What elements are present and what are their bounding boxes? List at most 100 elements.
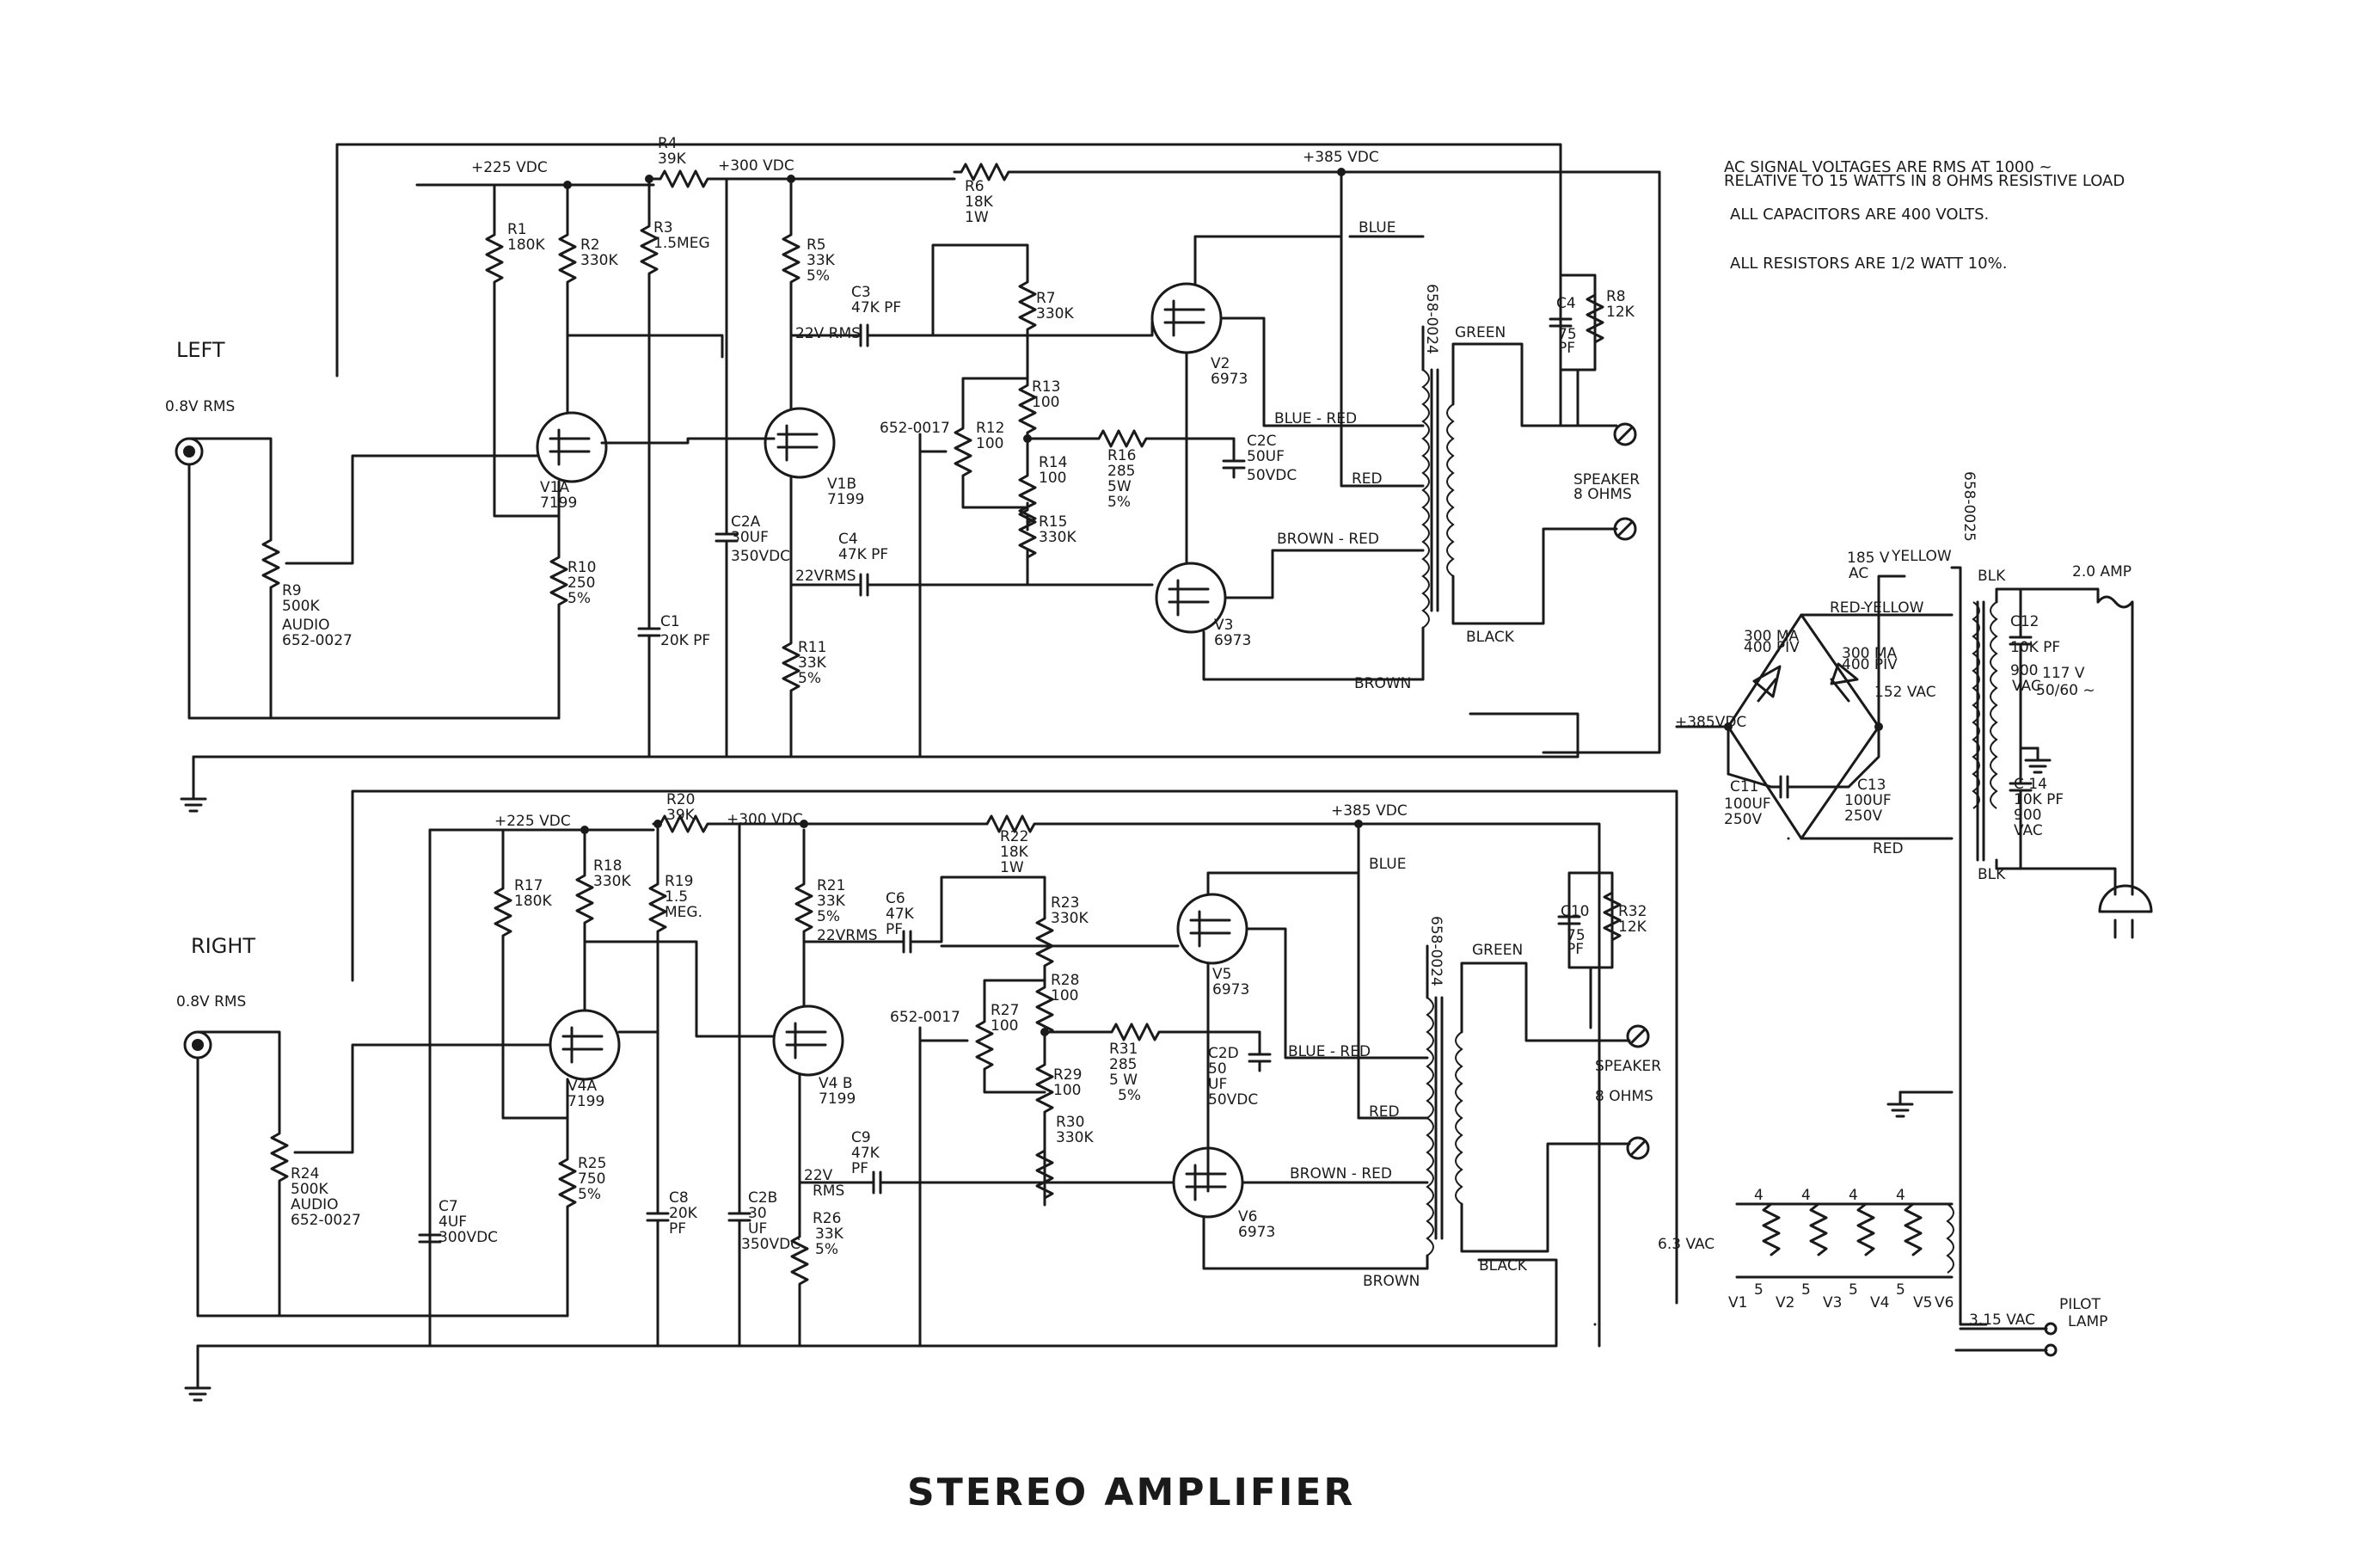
- r17-ref: R17: [514, 877, 543, 894]
- heater-pin5-v4: 5: [1896, 1281, 1905, 1299]
- mains-frequency: 50/60 ~: [2036, 682, 2095, 699]
- c7-ref: C7: [439, 1198, 458, 1215]
- lead-red: RED: [1873, 840, 1904, 857]
- channel-label-right: RIGHT: [191, 934, 255, 958]
- note-capacitors: ALL CAPACITORS ARE 400 VOLTS.: [1730, 206, 1989, 224]
- c7-value: 4UF: [439, 1213, 467, 1231]
- r27-part: 652-0017: [890, 1009, 960, 1026]
- schematic-notes: AC SIGNAL VOLTAGES ARE RMS AT 1000 ~ REL…: [1724, 158, 2125, 273]
- heater-pin5-v2: 5: [1801, 1281, 1811, 1299]
- tube-label-v2: V2: [1776, 1294, 1794, 1312]
- v6-ref: V6: [1238, 1208, 1257, 1226]
- r4-ref: R4: [658, 135, 678, 152]
- r23-value: 330K: [1051, 910, 1089, 927]
- r26-value: 33K: [815, 1226, 844, 1243]
- r8-ref: R8: [1606, 288, 1626, 305]
- r22-ref: R22: [1000, 828, 1028, 845]
- right-input-level: 0.8V RMS: [176, 993, 246, 1010]
- r29-ref: R29: [1053, 1066, 1082, 1084]
- r8-value: 12K: [1606, 304, 1635, 321]
- v4a-ref: V4A: [567, 1078, 597, 1095]
- c2a-value: 30UF: [731, 529, 769, 546]
- r4-value: 39K: [658, 150, 687, 168]
- c6-ref: C6: [886, 890, 905, 907]
- r7-value: 330K: [1036, 305, 1074, 322]
- right-lead-red: RED: [1369, 1103, 1400, 1121]
- left-lead-red: RED: [1352, 470, 1383, 488]
- c4-cap-ref: C4: [1556, 295, 1576, 312]
- diode1-current: 300 MA: [1744, 628, 1800, 645]
- r2-value: 330K: [580, 252, 618, 269]
- lead-red-yellow: RED-YELLOW: [1830, 599, 1924, 617]
- v4b-type: 7199: [819, 1090, 856, 1108]
- r31-value: 285: [1109, 1056, 1137, 1073]
- heater-pin5-v1: 5: [1754, 1281, 1764, 1299]
- heater-pin4-v4: 4: [1896, 1187, 1905, 1204]
- c13-value: 100UF: [1844, 792, 1892, 809]
- heater-pin4-v3: 4: [1849, 1187, 1858, 1204]
- c2c-rating: 50VDC: [1247, 467, 1297, 484]
- r10-value: 250: [567, 574, 595, 592]
- c2d-value: 50: [1208, 1060, 1227, 1078]
- lead-yellow: YELLOW: [1891, 548, 1952, 565]
- v2-ref: V2: [1211, 355, 1230, 372]
- diode2-piv: 400 PIV: [1842, 656, 1898, 673]
- diode1-piv: 400 PIV: [1744, 639, 1800, 656]
- c13-ref: C13: [1857, 777, 1886, 794]
- c2a-rating: 350VDC: [731, 548, 790, 565]
- r24-ref: R24: [291, 1165, 319, 1182]
- lead-blk-1: BLK: [1978, 568, 2006, 585]
- channel-label-left: LEFT: [176, 338, 225, 362]
- left-lead-black: BLACK: [1466, 629, 1515, 646]
- tube-label-v4: V4: [1870, 1294, 1889, 1312]
- r19-ref: R19: [665, 873, 693, 890]
- c14-ref: C 14: [2014, 776, 2047, 793]
- r5-ref: R5: [807, 236, 826, 254]
- c6-value: 47K: [886, 906, 915, 923]
- right-speaker-label: SPEAKER: [1595, 1058, 1661, 1075]
- r16-rating: 5W: [1107, 478, 1132, 495]
- heater-pin4-v2: 4: [1801, 1187, 1811, 1204]
- r24-part: 652-0027: [291, 1212, 361, 1229]
- r11-tolerance: 5%: [798, 670, 821, 687]
- c9-unit: PF: [851, 1160, 868, 1177]
- c12-value: 10K PF: [2010, 639, 2060, 656]
- r17-value: 180K: [514, 893, 552, 910]
- right-output-transformer: 658-0024: [1427, 916, 1445, 986]
- left-bus-225: +225 VDC: [471, 159, 548, 176]
- c12-rating: 900: [2010, 662, 2038, 679]
- r32-value: 12K: [1618, 918, 1647, 936]
- r15-value: 330K: [1039, 529, 1077, 546]
- r13-value: 100: [1032, 394, 1059, 411]
- c2d-unit: UF: [1208, 1076, 1227, 1093]
- c13-rating: 250V: [1844, 808, 1882, 825]
- r12-value: 100: [976, 435, 1003, 452]
- c2c-ref: C2C: [1247, 433, 1277, 450]
- supply-385: +385VDC: [1675, 714, 1746, 731]
- r31-rating: 5 W: [1109, 1072, 1138, 1089]
- left-channel: [175, 143, 1661, 813]
- r5-value: 33K: [807, 252, 836, 269]
- c8-unit: PF: [669, 1220, 686, 1238]
- v3-type: 6973: [1214, 632, 1251, 649]
- r18-value: 330K: [593, 873, 631, 890]
- hv-voltage: 185 V: [1847, 550, 1890, 567]
- right-lead-black: BLACK: [1479, 1257, 1528, 1275]
- c2c-value: 50UF: [1247, 448, 1285, 465]
- r9-value: 500K: [282, 598, 320, 615]
- page-title: STEREO AMPLIFIER: [907, 1471, 1355, 1514]
- left-signal-22v-b: 22VRMS: [795, 568, 856, 585]
- heater-pin4-v1: 4: [1754, 1187, 1764, 1204]
- r16-value: 285: [1107, 463, 1135, 480]
- r18-ref: R18: [593, 857, 622, 875]
- r10-ref: R10: [567, 559, 596, 576]
- lead-blk-2: BLK: [1978, 866, 2006, 883]
- diode2-current: 300 MA: [1842, 645, 1898, 662]
- r30-ref: R30: [1056, 1114, 1084, 1131]
- c8-value: 20K: [669, 1205, 698, 1222]
- r3-ref: R3: [653, 219, 673, 236]
- r19-unit: MEG.: [665, 904, 702, 921]
- left-speaker-impedance: 8 OHMS: [1573, 486, 1632, 503]
- tube-label-v3: V3: [1823, 1294, 1842, 1312]
